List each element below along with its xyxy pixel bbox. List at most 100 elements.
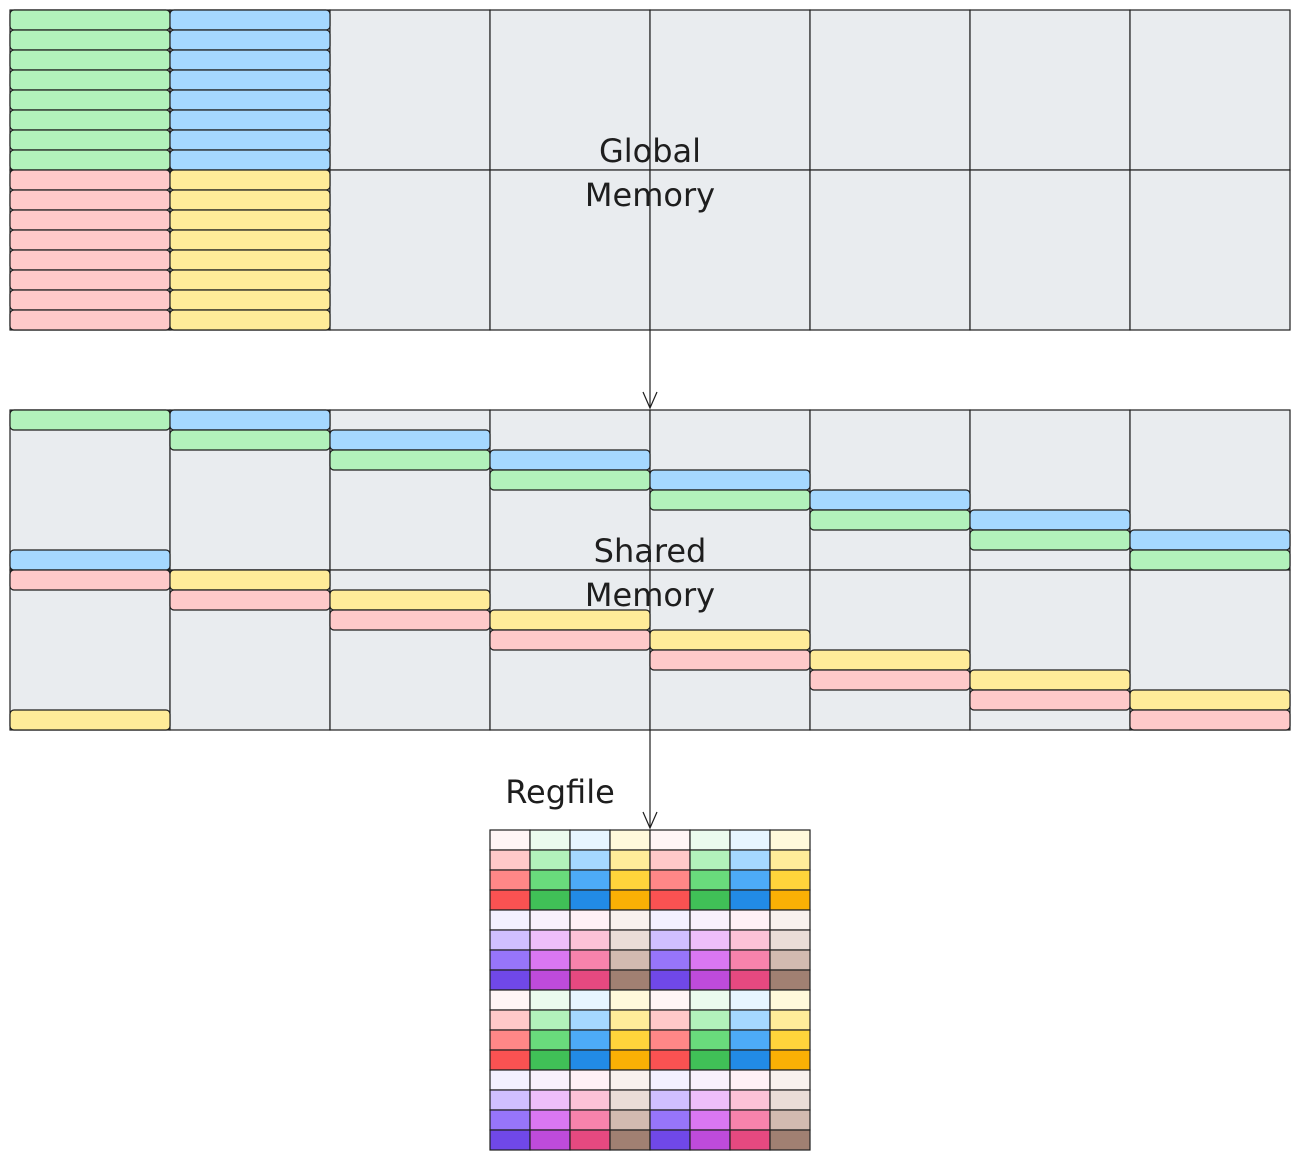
global-memory-strip (169, 49, 331, 71)
regfile-cell (689, 869, 731, 891)
global-memory-strip (169, 189, 331, 211)
shared-memory-strip (169, 589, 331, 611)
regfile-cell (609, 829, 651, 851)
shared-memory-strip (1129, 689, 1291, 711)
global-memory-cell (489, 9, 651, 171)
global-memory-cell (969, 169, 1131, 331)
regfile-cell (529, 1049, 571, 1071)
global-memory-strip (9, 49, 171, 71)
regfile-cell (569, 849, 611, 871)
global-memory-cell (649, 169, 811, 331)
regfile-cell (649, 849, 691, 871)
global-memory-strips (9, 9, 331, 331)
shared-memory-cell (9, 569, 171, 731)
global-memory-strip (9, 69, 171, 91)
shared-memory-strip (169, 409, 331, 431)
global-memory-cell (809, 9, 971, 171)
regfile-cell (649, 1089, 691, 1111)
shared-memory-strip (969, 689, 1131, 711)
regfile-cell (729, 969, 771, 991)
regfile-cell (609, 869, 651, 891)
regfile-cell (729, 949, 771, 971)
regfile-cell (569, 1089, 611, 1111)
global-memory-cell (969, 9, 1131, 171)
global-memory-cell (489, 169, 651, 331)
global-memory-strip (169, 149, 331, 171)
shared-memory-strip (329, 429, 491, 451)
global-memory-strip (9, 129, 171, 151)
regfile-cell (609, 1089, 651, 1111)
global-memory-strip (169, 209, 331, 231)
shared-memory-label-line1: Shared (594, 532, 707, 570)
regfile-cell (689, 849, 731, 871)
regfile-cell (489, 849, 531, 871)
global-memory-strip (169, 309, 331, 331)
shared-memory-strip (9, 569, 171, 591)
shared-memory-strip (1129, 529, 1291, 551)
regfile-cell (489, 829, 531, 851)
regfile-cell (729, 909, 771, 931)
shared-memory-strip (489, 449, 651, 471)
regfile-cell (489, 1029, 531, 1051)
shared-memory-strip (329, 449, 491, 471)
shared-memory-strip (329, 589, 491, 611)
regfile-cell (689, 1129, 731, 1151)
regfile-cell (489, 889, 531, 911)
arrow-head (642, 811, 658, 830)
regfile-cell (609, 849, 651, 871)
regfile-cell (649, 869, 691, 891)
arrow-shared-to-regfile (642, 730, 658, 830)
regfile-cell (649, 969, 691, 991)
shared-memory-strip (969, 509, 1131, 531)
global-memory-strip (169, 289, 331, 311)
global-memory-strip (169, 249, 331, 271)
regfile-cell (609, 1049, 651, 1071)
global-memory-strip (169, 89, 331, 111)
regfile-cell (729, 889, 771, 911)
global-memory-strip (9, 89, 171, 111)
regfile-cell (769, 1009, 811, 1031)
regfile-cell (729, 1029, 771, 1051)
regfile-cell (569, 909, 611, 931)
regfile-cell (529, 1009, 571, 1031)
global-memory-strip (9, 109, 171, 131)
regfile-cell (569, 1129, 611, 1151)
global-memory-strip (169, 9, 331, 31)
shared-memory-strip (809, 669, 971, 691)
global-memory-strip (9, 169, 171, 191)
shared-memory-cell (9, 409, 171, 571)
regfile-cell (769, 949, 811, 971)
regfile-cell (769, 849, 811, 871)
regfile-cell (569, 969, 611, 991)
global-memory-strip (9, 9, 171, 31)
shared-memory-strip (489, 629, 651, 651)
regfile-cell (569, 889, 611, 911)
regfile-cell (649, 929, 691, 951)
shared-memory-strip (649, 649, 811, 671)
regfile-cell (489, 969, 531, 991)
shared-memory-label-line2: Memory (585, 576, 715, 614)
regfile-cell (689, 889, 731, 911)
regfile-cell (609, 1129, 651, 1151)
regfile-cell (649, 1029, 691, 1051)
global-memory-label-line2: Memory (585, 176, 715, 214)
regfile-cell (689, 1049, 731, 1071)
shared-memory-strip (809, 489, 971, 511)
regfile-cell (489, 869, 531, 891)
global-memory-strip (9, 249, 171, 271)
regfile-cell (689, 1109, 731, 1131)
shared-memory-strips (9, 409, 1291, 731)
regfile-cell (609, 1009, 651, 1031)
regfile-cell (569, 1049, 611, 1071)
regfile-cell (529, 949, 571, 971)
regfile-label: Regfile (505, 773, 615, 811)
regfile-cell (649, 909, 691, 931)
regfile-cell (569, 1009, 611, 1031)
regfile-cell (769, 1029, 811, 1051)
regfile-cell (729, 1069, 771, 1091)
regfile-cell (569, 1109, 611, 1131)
regfile-cell (769, 1049, 811, 1071)
regfile-cell (489, 989, 531, 1011)
regfile-cell (649, 1109, 691, 1131)
